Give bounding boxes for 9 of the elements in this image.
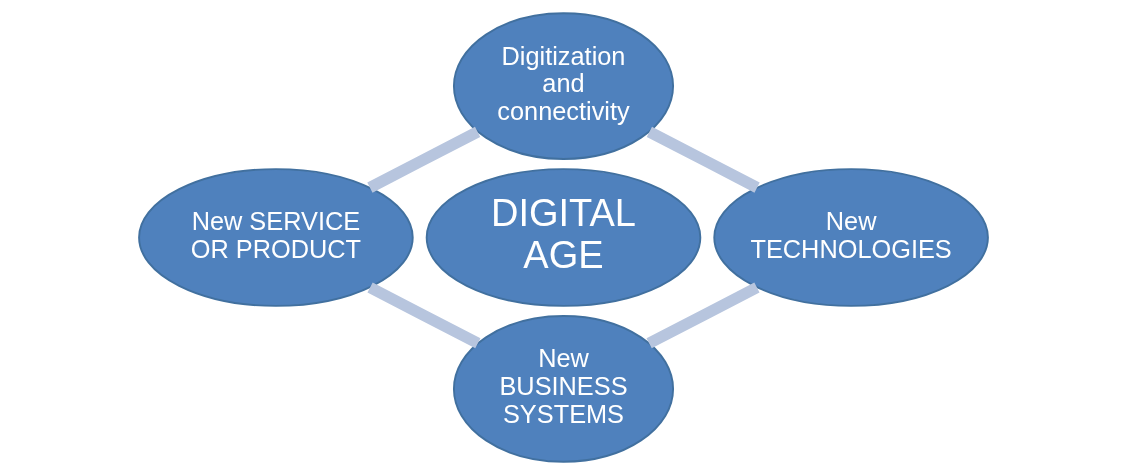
node-ellipse: New BUSINESS SYSTEMS xyxy=(452,315,675,463)
connector xyxy=(646,126,760,193)
node-ellipse: New TECHNOLOGIES xyxy=(713,168,989,307)
connector xyxy=(367,126,481,193)
node-ellipse: Digitization and connectivity xyxy=(452,12,675,160)
connector xyxy=(367,282,481,349)
connector xyxy=(646,282,760,349)
node-ellipse: DIGITAL AGE xyxy=(425,168,702,307)
node-ellipse: New SERVICE OR PRODUCT xyxy=(138,168,414,307)
